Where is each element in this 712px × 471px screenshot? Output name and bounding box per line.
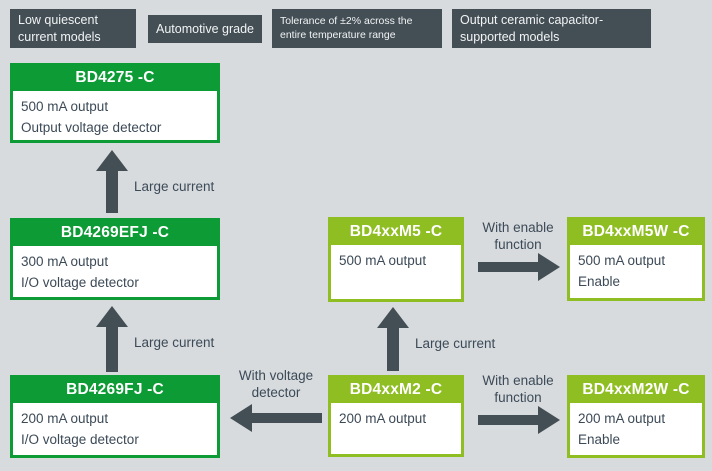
arrow-label-large-current: Large current bbox=[134, 179, 215, 194]
box-description: 300 mA output I/O voltage detector bbox=[13, 246, 217, 297]
box-description: 500 mA output Enable bbox=[570, 245, 702, 298]
tag-automotive-grade: Automotive grade bbox=[148, 15, 262, 43]
arrow-label-with-voltage-detector: With voltage detector bbox=[238, 368, 314, 400]
product-box-bd4269efj: BD4269EFJ -C 300 mA output I/O voltage d… bbox=[10, 218, 220, 300]
box-title: BD4xxM5W -C bbox=[570, 220, 702, 245]
arrow-up-icon bbox=[96, 150, 128, 213]
box-description: 200 mA output Enable bbox=[570, 403, 702, 455]
box-title: BD4xxM2 -C bbox=[331, 378, 461, 403]
product-box-bd4xxm2w: BD4xxM2W -C 200 mA output Enable bbox=[567, 375, 705, 458]
box-description: 200 mA output bbox=[331, 403, 461, 454]
product-box-bd4xxm5: BD4xxM5 -C 500 mA output bbox=[328, 217, 464, 302]
product-box-bd4275: BD4275 -C 500 mA output Output voltage d… bbox=[10, 63, 220, 143]
arrow-up-icon bbox=[377, 307, 409, 371]
box-title: BD4275 -C bbox=[13, 66, 217, 91]
arrow-label-with-enable-function: With enable function bbox=[482, 373, 554, 405]
product-box-bd4xxm2: BD4xxM2 -C 200 mA output bbox=[328, 375, 464, 457]
box-description: 200 mA output I/O voltage detector bbox=[13, 403, 217, 455]
box-title: BD4269EFJ -C bbox=[13, 221, 217, 246]
arrow-up-icon bbox=[96, 306, 128, 372]
tag-tolerance-2-percent: Tolerance of ±2% across the entire tempe… bbox=[272, 9, 442, 48]
product-box-bd4269fj: BD4269FJ -C 200 mA output I/O voltage de… bbox=[10, 375, 220, 458]
box-description: 500 mA output Output voltage detector bbox=[13, 91, 217, 140]
tag-low-quiescent-current-models: Low quiescent current models bbox=[10, 9, 136, 48]
arrow-label-large-current: Large current bbox=[134, 335, 215, 350]
box-title: BD4xxM2W -C bbox=[570, 378, 702, 403]
product-box-bd4xxm5w: BD4xxM5W -C 500 mA output Enable bbox=[567, 217, 705, 301]
arrow-left-icon bbox=[230, 404, 322, 432]
arrow-label-with-enable-function: With enable function bbox=[482, 220, 554, 252]
tag-output-ceramic-capacitor: Output ceramic capacitor- supported mode… bbox=[452, 9, 651, 48]
arrow-right-icon bbox=[478, 253, 560, 281]
box-description: 500 mA output bbox=[331, 245, 461, 299]
arrow-label-large-current: Large current bbox=[415, 336, 496, 351]
box-title: BD4269FJ -C bbox=[13, 378, 217, 403]
box-title: BD4xxM5 -C bbox=[331, 220, 461, 245]
arrow-right-icon bbox=[478, 406, 560, 434]
